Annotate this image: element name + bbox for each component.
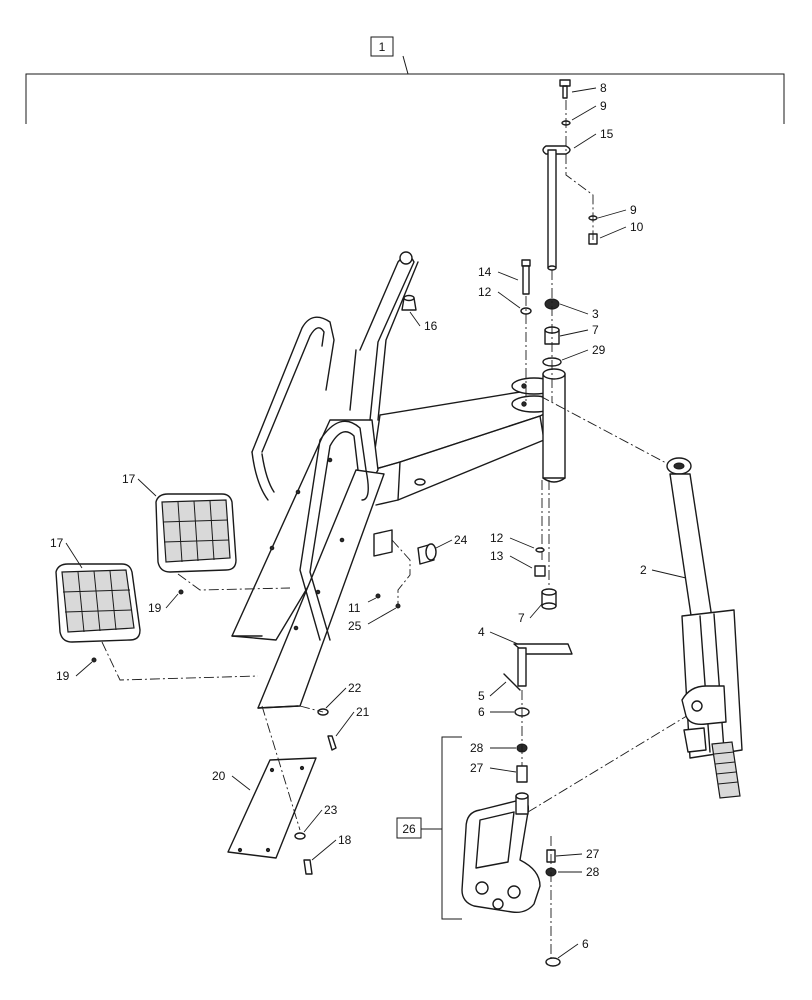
subassembly-label: 26	[402, 822, 416, 836]
callout-19: 19	[56, 669, 70, 683]
callout-6: 6	[582, 937, 589, 951]
callout-24: 24	[454, 533, 468, 547]
callout-27: 27	[470, 761, 484, 775]
callout-7: 7	[518, 611, 525, 625]
step-centerlines	[91, 573, 291, 681]
callout-28: 28	[586, 865, 600, 879]
subassembly-label-box	[396, 817, 422, 839]
callout-18: 18	[338, 833, 352, 847]
item-24-knob	[375, 539, 437, 609]
item-4-bracket	[503, 643, 573, 783]
item-16-pin	[401, 294, 417, 311]
callout-2: 2	[640, 563, 647, 577]
callout-4: 4	[478, 625, 485, 639]
callout-9: 9	[630, 203, 637, 217]
callout-5: 5	[478, 689, 485, 703]
callout-16: 16	[424, 319, 438, 333]
callout-19: 19	[148, 601, 162, 615]
upper-bushing-stack	[520, 259, 562, 402]
callout-7: 7	[592, 323, 599, 337]
callout-21: 21	[356, 705, 370, 719]
lower-fastener-stack	[534, 480, 557, 610]
callouts: 8 9 15 9 10 14 12 3 7 29 16 17 17 19 19 …	[50, 81, 647, 951]
assembly-bracket: 1	[25, 36, 785, 124]
assembly-label: 1	[379, 40, 386, 54]
ladder-frame	[231, 251, 566, 709]
callout-9: 9	[600, 99, 607, 113]
callout-6: 6	[478, 705, 485, 719]
callout-22: 22	[348, 681, 362, 695]
callout-3: 3	[592, 307, 599, 321]
item-20-plate	[227, 705, 337, 875]
callout-15: 15	[600, 127, 614, 141]
callout-29: 29	[592, 343, 606, 357]
callout-12: 12	[490, 531, 504, 545]
callout-8: 8	[600, 81, 607, 95]
subassembly-bracket: 26	[396, 736, 462, 920]
callout-27: 27	[586, 847, 600, 861]
callout-20: 20	[212, 769, 226, 783]
callout-28: 28	[470, 741, 484, 755]
top-pin-stack	[542, 79, 598, 271]
callout-23: 23	[324, 803, 338, 817]
callout-11: 11	[348, 601, 361, 615]
callout-17: 17	[122, 472, 136, 486]
callout-17: 17	[50, 536, 64, 550]
callout-14: 14	[478, 265, 492, 279]
assembly-label-box	[370, 36, 394, 57]
callout-25: 25	[348, 619, 362, 633]
step-tread-upper	[155, 493, 237, 573]
item-26-support	[461, 713, 691, 967]
callout-12: 12	[478, 285, 492, 299]
step-tread-lower	[55, 563, 141, 643]
callout-10: 10	[630, 220, 644, 234]
item-2-cylinder	[539, 395, 743, 799]
callout-13: 13	[490, 549, 504, 563]
leader-lines	[65, 87, 687, 959]
